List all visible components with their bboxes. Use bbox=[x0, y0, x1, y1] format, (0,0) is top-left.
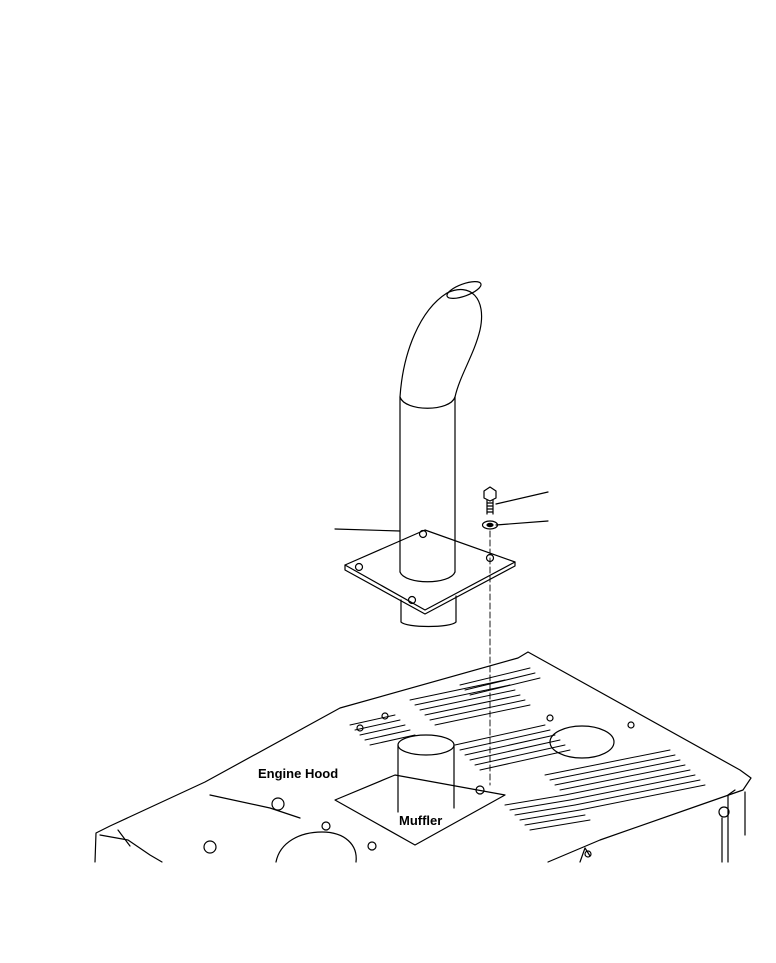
muffler-label: Muffler bbox=[397, 813, 445, 828]
flange-plate bbox=[344, 529, 516, 628]
bolt bbox=[483, 486, 497, 515]
washer bbox=[481, 520, 499, 530]
exhaust-pipe bbox=[399, 281, 483, 583]
engine-hood-label: Engine Hood bbox=[256, 766, 341, 781]
muffler-body bbox=[397, 734, 455, 813]
hood-latch bbox=[579, 806, 730, 863]
leader-lines bbox=[334, 491, 549, 532]
engine-hood bbox=[94, 651, 752, 863]
